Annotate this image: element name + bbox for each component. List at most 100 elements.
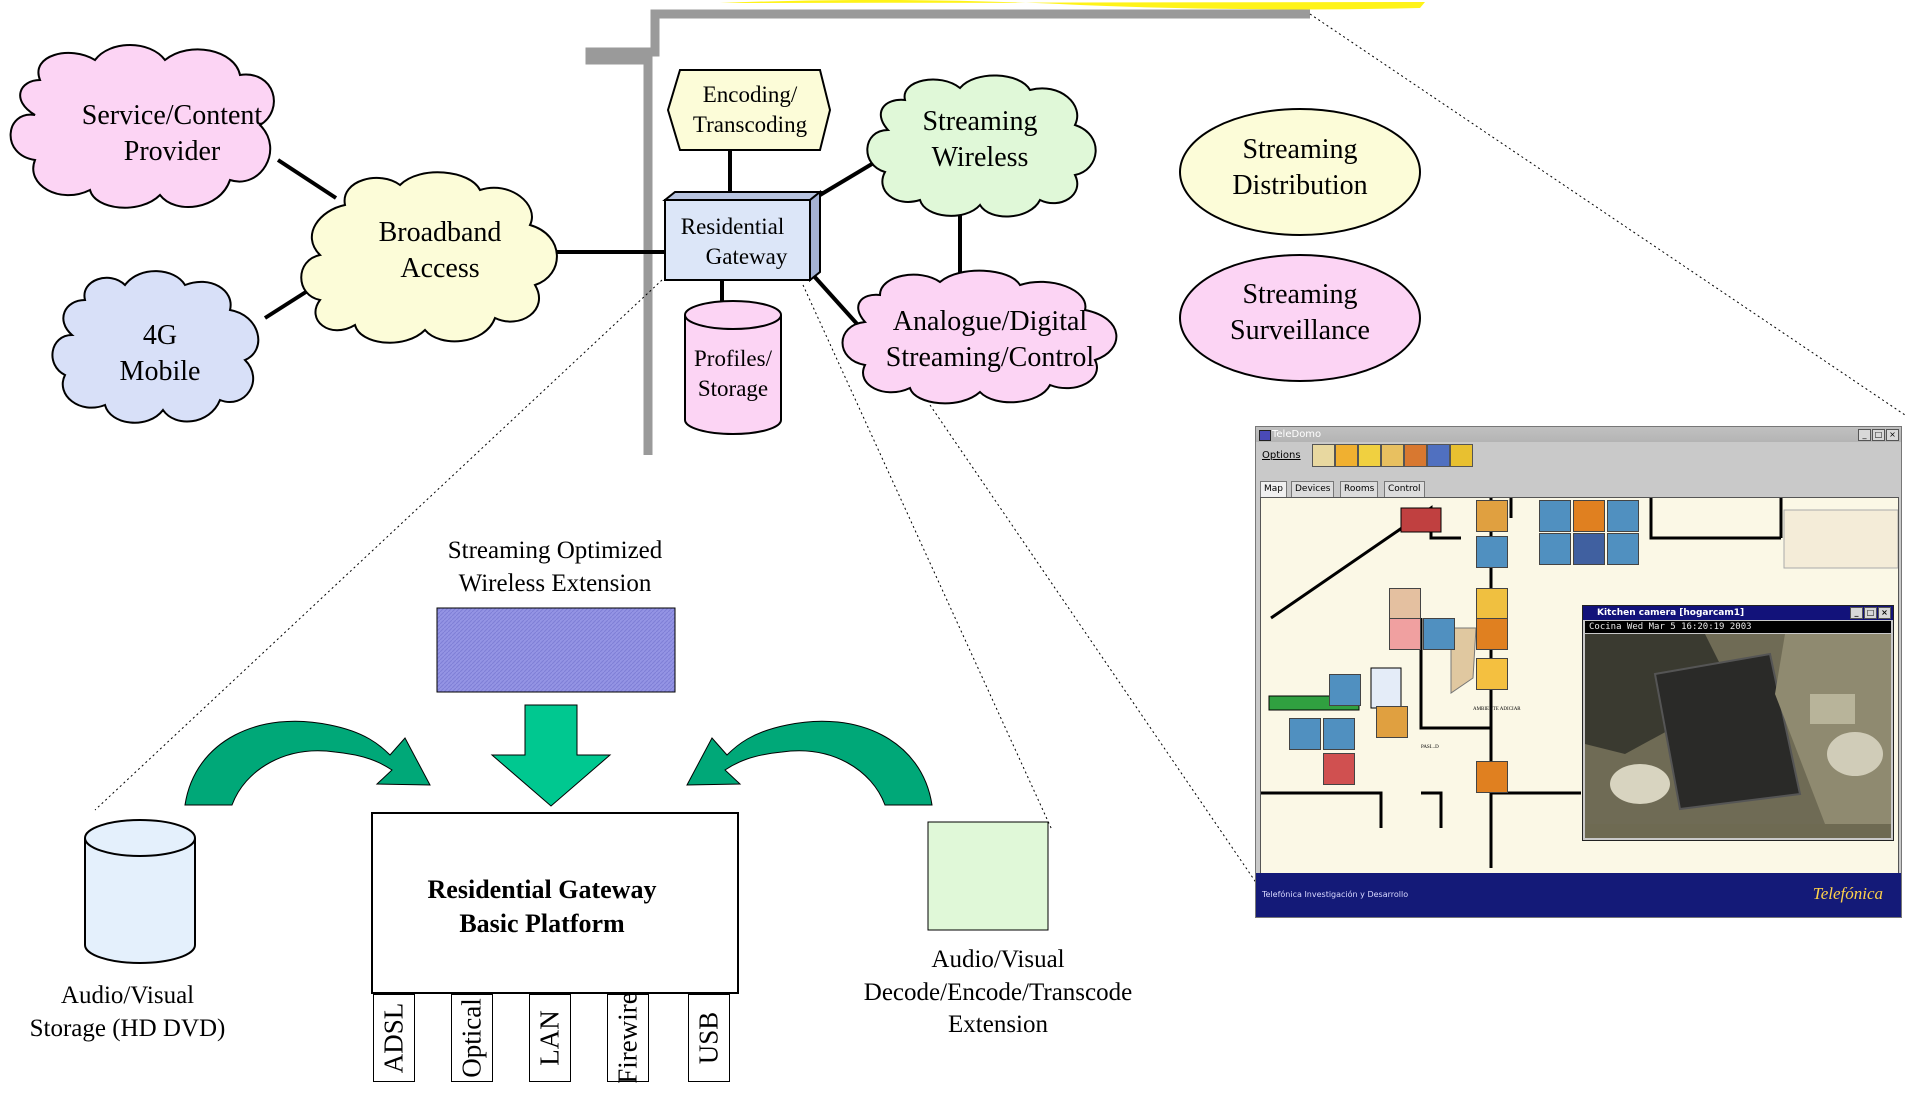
label-line: Streaming Optimized [447, 537, 663, 564]
tv-icon[interactable] [1404, 444, 1427, 467]
service-provider-label: Service/Content Provider [52, 98, 292, 171]
camera-window[interactable]: Kitchen camera [hogarcam1] _ □ × Cocina … [1582, 605, 1894, 841]
device-icon[interactable] [1289, 718, 1321, 750]
maximize-icon[interactable]: □ [1864, 607, 1877, 619]
gateway-box [662, 189, 823, 283]
device-icon[interactable] [1323, 718, 1355, 750]
device-icon[interactable] [1539, 533, 1571, 565]
port-label: Firewire [612, 992, 643, 1084]
network-links [263, 150, 962, 327]
device-icon[interactable] [1539, 500, 1571, 532]
device-icon[interactable] [1389, 618, 1421, 650]
av-storage-label: Audio/Visual Storage (HD DVD) [0, 980, 255, 1045]
streaming-wireless-label: Streaming Wireless [905, 104, 1055, 177]
tab-rooms[interactable]: Rooms [1340, 481, 1379, 497]
label-line: Residential Gateway [427, 875, 657, 904]
device-icon[interactable] [1476, 536, 1508, 568]
label-line: Basic Platform [459, 908, 625, 938]
keys-icon[interactable] [1381, 444, 1404, 467]
camera-titlebar: Kitchen camera [hogarcam1] _ □ × [1583, 606, 1893, 620]
label-line: Streaming [922, 106, 1038, 137]
wireless-extension-label: Streaming Optimized Wireless Extension [400, 535, 710, 600]
window-title: TeleDomo [1272, 429, 1322, 440]
service-provider-cloud [9, 44, 275, 209]
port-lan: LAN [529, 994, 571, 1082]
map-room-label: AMBIENTE ADICIAR [1473, 707, 1521, 712]
device-icon[interactable] [1573, 500, 1605, 532]
mobile-4g-label: 4G Mobile [90, 318, 230, 391]
port-adsl: ADSL [373, 994, 415, 1082]
minimize-icon[interactable]: _ [1850, 607, 1863, 619]
label-line: Provider [123, 136, 221, 168]
label-line: Access [400, 253, 480, 285]
help-icon[interactable] [1450, 444, 1473, 467]
device-icon[interactable] [1607, 500, 1639, 532]
streaming-wireless-cloud [866, 74, 1097, 218]
streaming-distribution-ellipse [1179, 108, 1421, 236]
camera-feed-image [1585, 634, 1891, 838]
green-arrows [184, 704, 933, 807]
label-line: Surveillance [1230, 315, 1370, 347]
device-icon[interactable] [1329, 674, 1361, 706]
port-optical: Optical [451, 994, 493, 1082]
close-icon[interactable]: × [1878, 607, 1891, 619]
close-icon[interactable]: × [1886, 429, 1899, 441]
label-line: Residential [680, 214, 785, 239]
broadband-cloud [300, 171, 558, 344]
basic-platform-box [371, 812, 739, 994]
av-storage-cylinder [84, 819, 196, 964]
label-line: Profiles/ [694, 346, 772, 371]
door-icon[interactable] [1312, 444, 1335, 467]
device-icon[interactable] [1376, 706, 1408, 738]
port-label: LAN [534, 1010, 565, 1066]
label-line: Wireless [931, 142, 1029, 174]
label-line: Streaming/Control [885, 342, 1095, 374]
device-icon[interactable] [1476, 588, 1508, 620]
port-label: Optical [456, 998, 487, 1078]
streaming-surveillance-ellipse [1179, 254, 1421, 382]
options-menu[interactable]: Options [1262, 450, 1301, 461]
footer-logo: Telefónica [1812, 884, 1883, 903]
device-icon[interactable] [1476, 618, 1508, 650]
label-line: Service/Content [81, 100, 263, 131]
encoding-hexagon [666, 69, 832, 151]
port-label: ADSL [378, 1002, 409, 1074]
transcode-label: Audio/Visual Decode/Encode/Transcode Ext… [838, 944, 1158, 1042]
teledomo-window: TeleDomo _ □ × Options Map Devices Rooms… [1255, 426, 1902, 918]
minimize-icon[interactable]: _ [1858, 429, 1871, 441]
backbone-highlight [720, 0, 1425, 10]
analogue-digital-label: Analogue/Digital Streaming/Control [860, 304, 1120, 377]
device-icon[interactable] [1423, 618, 1455, 650]
map-room-label: PASI...D [1421, 745, 1439, 750]
basic-platform-label: Residential Gateway Basic Platform [372, 873, 712, 941]
device-icon[interactable] [1607, 533, 1639, 565]
label-line: Encoding/ [702, 82, 798, 107]
port-firewire: Firewire [607, 992, 649, 1084]
device-icon[interactable] [1476, 761, 1508, 793]
label-line: Audio/Visual [931, 946, 1065, 973]
maximize-icon[interactable]: □ [1872, 429, 1885, 441]
mobile-4g-cloud [51, 270, 260, 424]
user-icon[interactable] [1427, 444, 1450, 467]
label-line: Distribution [1232, 170, 1368, 202]
device-icon[interactable] [1476, 500, 1508, 532]
tab-devices[interactable]: Devices [1291, 481, 1335, 497]
device-icon[interactable] [1323, 753, 1355, 785]
teledomo-footer: Telefónica Investigación y Desarrollo Te… [1256, 873, 1901, 917]
camera-feed-svg [1585, 634, 1891, 824]
tab-control-panel[interactable]: Control Panel [1384, 481, 1425, 509]
label-line: Streaming [1242, 134, 1358, 165]
label-line: Storage (HD DVD) [29, 1014, 226, 1042]
tab-map[interactable]: Map [1260, 481, 1287, 497]
key-icon[interactable] [1358, 444, 1381, 467]
alarm-bell-icon[interactable] [1335, 444, 1358, 467]
device-icon[interactable] [1476, 658, 1508, 690]
label-line: Gateway [705, 243, 788, 269]
device-icon[interactable] [1573, 533, 1605, 565]
port-usb: USB [688, 994, 730, 1082]
camera-timestamp: Cocina Wed Mar 5 16:20:19 2003 [1585, 621, 1891, 633]
wireless-extension-box [436, 607, 676, 693]
device-icon[interactable] [1389, 588, 1421, 620]
